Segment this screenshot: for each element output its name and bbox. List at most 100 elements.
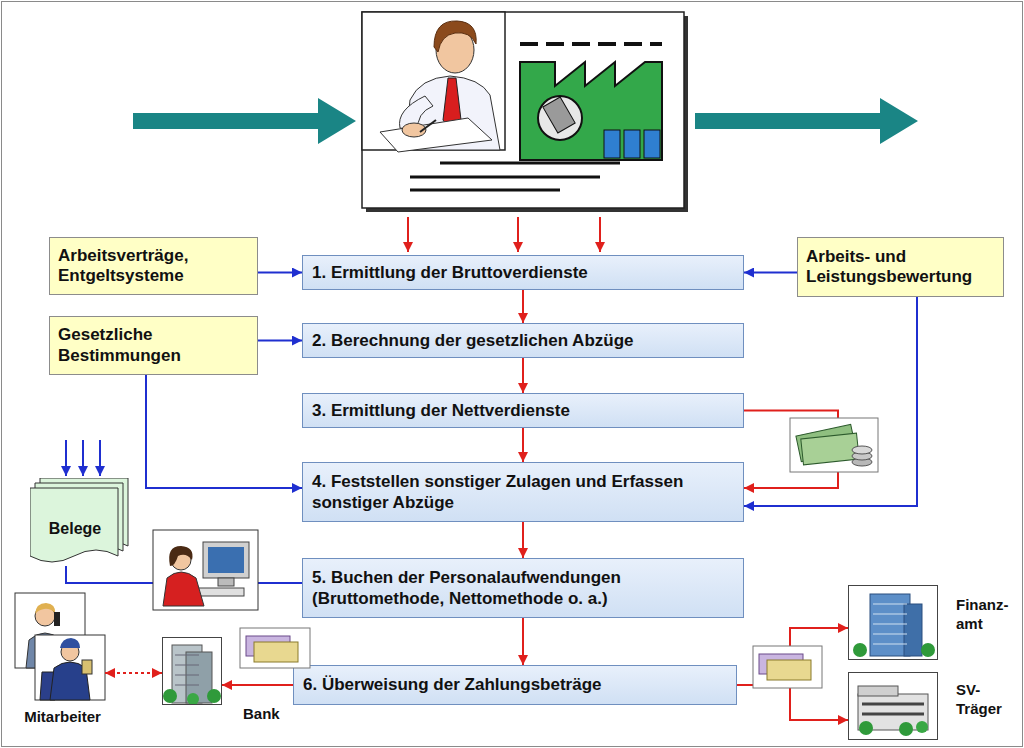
input-arrow bbox=[99, 440, 101, 476]
clerk-picture bbox=[196, 588, 244, 596]
company-picture bbox=[420, 120, 436, 132]
process-step: 1. Ermittlung der Bruttoverdienste bbox=[312, 262, 588, 283]
tax-office-building bbox=[853, 594, 935, 657]
flow-connector bbox=[522, 290, 524, 323]
tax-office-building bbox=[873, 634, 907, 635]
money-picture bbox=[254, 642, 298, 662]
flow-connector bbox=[522, 428, 524, 462]
company-picture bbox=[520, 62, 662, 160]
bank-building bbox=[175, 655, 199, 656]
tax-office-building bbox=[873, 614, 907, 615]
input-arrow bbox=[408, 217, 600, 252]
bank-building bbox=[175, 685, 199, 686]
company-picture bbox=[362, 12, 688, 212]
process-box: 6. Überweisung der Zahlungsbeträge bbox=[293, 665, 737, 705]
clerk-picture bbox=[218, 578, 234, 586]
cash-picture bbox=[801, 433, 859, 465]
picture-node: SV- Träger bbox=[848, 672, 938, 740]
flow-connector bbox=[744, 411, 838, 489]
money-picture bbox=[240, 628, 822, 688]
flow-arrow bbox=[695, 98, 918, 144]
clerk-picture bbox=[153, 530, 258, 610]
company-picture bbox=[538, 96, 582, 140]
input-arrow bbox=[599, 217, 601, 252]
process-box: 5. Buchen der Personalaufwendungen (Brut… bbox=[302, 558, 744, 618]
flow-connector bbox=[105, 672, 162, 674]
flow-connector bbox=[744, 272, 797, 274]
process-step: 6. Überweisung der Zahlungsbeträge bbox=[303, 674, 602, 695]
process-box: 3. Ermittlung der Nettverdienste bbox=[302, 393, 744, 428]
picture-node: Finanz- amt bbox=[848, 585, 938, 660]
company-picture bbox=[410, 189, 560, 192]
flow-arrow bbox=[133, 98, 356, 144]
money-picture bbox=[767, 660, 811, 680]
bank-building bbox=[187, 693, 199, 705]
employee-picture bbox=[35, 603, 55, 614]
clerk-picture bbox=[208, 547, 244, 573]
bank-building bbox=[163, 689, 177, 703]
money-picture bbox=[246, 636, 290, 656]
cash-picture bbox=[790, 418, 878, 472]
document-label: Belege bbox=[49, 520, 101, 538]
clerk-picture bbox=[169, 546, 192, 566]
company-picture bbox=[604, 130, 620, 158]
money-picture bbox=[240, 628, 310, 668]
insurance-building bbox=[858, 686, 928, 736]
company-picture bbox=[434, 21, 476, 52]
flow-connector bbox=[522, 522, 524, 558]
flow-connector bbox=[737, 685, 848, 720]
bank-building bbox=[175, 665, 199, 666]
picture-node: Mitarbeiter bbox=[15, 593, 105, 700]
bank-building bbox=[163, 645, 221, 705]
clerk-picture bbox=[163, 572, 204, 606]
insurance-building bbox=[899, 722, 913, 736]
clerk-picture bbox=[153, 530, 258, 610]
document-stack: Belege bbox=[30, 478, 130, 566]
tax-office-building bbox=[921, 643, 935, 657]
flow-connector bbox=[737, 628, 848, 685]
money-picture bbox=[753, 646, 822, 688]
company-picture bbox=[440, 162, 620, 165]
company-picture bbox=[644, 130, 660, 158]
clerk-picture bbox=[203, 542, 249, 578]
input-arrow bbox=[407, 217, 409, 252]
process-box: 2. Berechnung der gesetzlichen Abzüge bbox=[302, 323, 744, 358]
flow-connector bbox=[222, 684, 293, 686]
flow-connector bbox=[258, 340, 302, 342]
input-note: Arbeits- und Leistungsbewertung bbox=[797, 237, 1004, 297]
process-step: 4. Feststellen sonstiger Zulagen und Erf… bbox=[312, 471, 703, 514]
flow-connector bbox=[146, 375, 302, 488]
process-step: 5. Buchen der Personalaufwendungen (Brut… bbox=[312, 567, 703, 610]
company-picture bbox=[624, 130, 640, 158]
input-note: Arbeitsverträge, Entgeltsysteme bbox=[49, 237, 258, 295]
company-picture bbox=[362, 12, 684, 208]
process-box: 4. Feststellen sonstiger Zulagen und Erf… bbox=[302, 462, 744, 522]
tax-office-building bbox=[853, 643, 867, 657]
insurance-building bbox=[858, 686, 898, 696]
company-picture bbox=[543, 97, 575, 133]
process-step: 2. Berechnung der gesetzlichen Abzüge bbox=[312, 330, 634, 351]
bank-building bbox=[175, 675, 199, 676]
insurance-building bbox=[916, 721, 928, 733]
company-picture bbox=[520, 42, 662, 46]
flow-connector bbox=[258, 272, 302, 274]
insurance-building bbox=[859, 721, 873, 735]
picture-label: Finanz- amt bbox=[956, 596, 1018, 634]
clerk-picture bbox=[171, 550, 191, 570]
tax-office-building bbox=[873, 604, 907, 605]
company-picture bbox=[410, 176, 600, 179]
picture-label: Bank bbox=[243, 705, 293, 724]
flow-connector bbox=[744, 297, 917, 506]
employee-picture bbox=[54, 612, 60, 626]
picture-label: Mitarbeiter bbox=[15, 708, 110, 727]
input-arrow bbox=[66, 440, 100, 476]
input-arrow bbox=[65, 440, 67, 476]
employee-picture bbox=[15, 593, 105, 700]
cash-picture bbox=[852, 458, 872, 466]
insurance-building bbox=[862, 703, 924, 706]
note-text: Gesetzliche Bestimmungen bbox=[58, 325, 249, 366]
company-picture bbox=[380, 118, 492, 152]
